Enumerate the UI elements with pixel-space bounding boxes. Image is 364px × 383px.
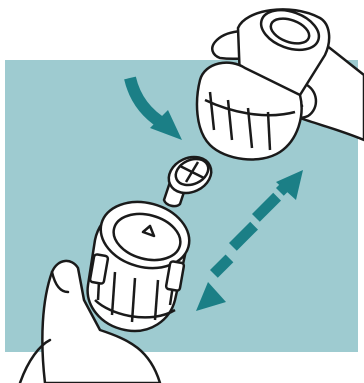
insertion-arrow (124, 76, 182, 140)
lower-connector-component (86, 200, 191, 333)
valve-disc (162, 155, 213, 208)
assembly-double-arrow (196, 170, 303, 311)
left-hand (18, 259, 162, 383)
upper-cap-component (195, 8, 331, 161)
